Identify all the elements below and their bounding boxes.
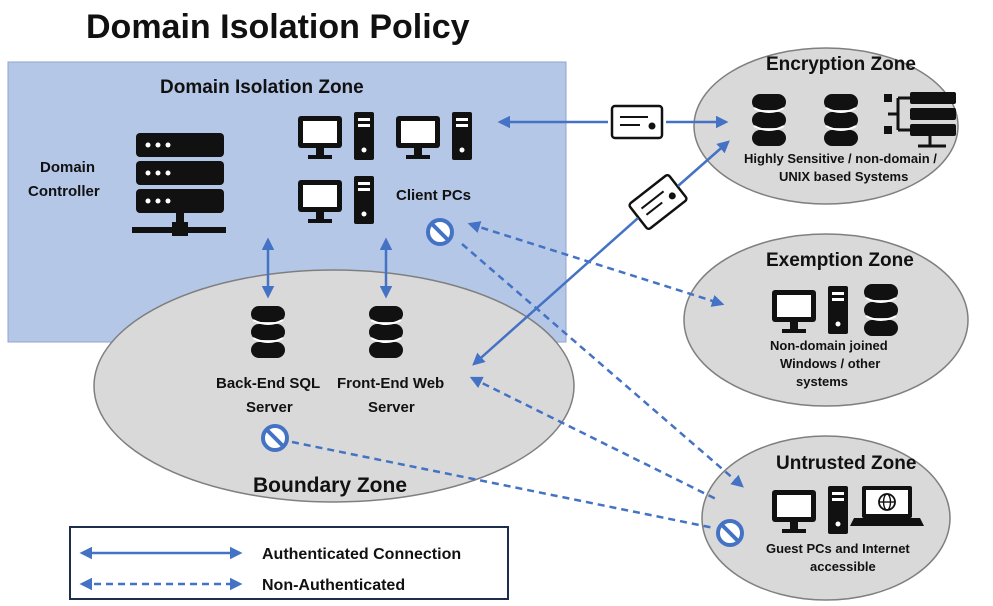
database-icon xyxy=(863,283,899,337)
untrusted-zone-label: Untrusted Zone xyxy=(776,453,916,474)
laptop-globe-icon xyxy=(850,486,924,526)
blocked-icon xyxy=(716,519,744,547)
domain-isolation-zone-label: Domain Isolation Zone xyxy=(160,77,364,98)
exemption-zone-desc-2: Windows / other xyxy=(780,356,880,371)
legend-authenticated-label: Authenticated Connection xyxy=(262,546,461,563)
server-rack-icon xyxy=(132,133,226,236)
encryption-zone-desc-2: UNIX based Systems xyxy=(779,169,908,184)
encryption-zone-desc-1: Highly Sensitive / non-domain / xyxy=(744,151,937,166)
database-icon xyxy=(368,305,404,359)
non-auth-connection-web-untrusted xyxy=(469,376,719,502)
exemption-zone-desc-1: Non-domain joined xyxy=(770,338,888,353)
untrusted-zone-desc-1: Guest PCs and Internet xyxy=(766,541,910,556)
auth-connection-web-encryption xyxy=(677,140,730,187)
legend-non-authenticated-label: Non-Authenticated xyxy=(262,577,405,594)
database-icon xyxy=(751,93,787,147)
database-icon xyxy=(250,305,286,359)
untrusted-zone-desc-2: accessible xyxy=(810,559,876,574)
domain-controller-label-2: Controller xyxy=(28,183,100,200)
sql-server-label-1: Back-End SQL xyxy=(216,375,320,392)
sql-server-label-2: Server xyxy=(246,399,293,416)
blocked-icon xyxy=(426,218,454,246)
network-server-icon xyxy=(884,92,956,148)
web-server-label-2: Server xyxy=(368,399,415,416)
domain-controller-label-1: Domain xyxy=(40,159,95,176)
web-server-label-1: Front-End Web xyxy=(337,375,444,392)
client-pcs-label: Client PCs xyxy=(396,187,471,204)
database-icon xyxy=(823,93,859,147)
exemption-zone-desc-3: systems xyxy=(796,374,848,389)
untrusted-zone xyxy=(701,435,951,601)
certificate-icon xyxy=(628,173,688,231)
encryption-zone xyxy=(693,47,959,205)
legend: Authenticated Connection Non-Authenticat… xyxy=(69,526,509,600)
non-auth-connection-pcs-exemption xyxy=(467,221,725,307)
blocked-icon xyxy=(261,424,289,452)
certificate-icon xyxy=(610,104,664,140)
boundary-zone-label: Boundary Zone xyxy=(253,474,407,497)
encryption-zone-label: Encryption Zone xyxy=(766,54,916,75)
boundary-zone xyxy=(93,269,575,503)
non-auth-connection-pcs-untrusted xyxy=(461,243,744,488)
exemption-zone-label: Exemption Zone xyxy=(766,250,914,271)
page-title: Domain Isolation Policy xyxy=(86,8,470,46)
exemption-zone xyxy=(683,233,969,407)
